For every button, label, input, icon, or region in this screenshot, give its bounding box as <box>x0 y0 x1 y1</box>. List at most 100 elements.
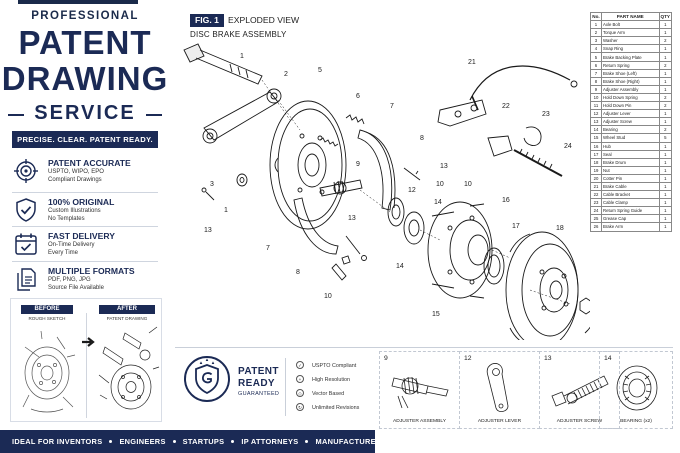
shield-g-icon <box>195 358 219 395</box>
feature-title: FAST DELIVERY <box>48 231 116 241</box>
detail-caption: BEARING (x2) <box>620 419 652 424</box>
table-cell-name: Cable Clamp <box>601 198 660 208</box>
axle-bolt-part <box>183 43 263 85</box>
table-cell-qty: 5 <box>658 133 673 143</box>
detail-number: 12 <box>464 355 472 362</box>
table-cell-name: Hold Down Pin <box>601 101 660 111</box>
table-cell-name: Nut <box>601 165 660 175</box>
table-cell-qty: 1 <box>658 165 673 175</box>
table-cell-name: Cable Bracket <box>601 190 660 200</box>
files-icon <box>17 268 36 291</box>
table-cell-name: Seal <box>601 149 660 159</box>
divider <box>86 313 87 418</box>
after-sub: PATENT DRAWING <box>106 316 148 321</box>
header-service: SERVICE <box>0 102 170 125</box>
table-cell-qty: 2 <box>658 92 673 103</box>
table-cell-qty: 1 <box>658 181 673 192</box>
callout: 15 <box>432 311 440 318</box>
table-cell-qty: 1 <box>658 44 673 54</box>
table-cell-qty: 1 <box>658 190 673 200</box>
cable-clamp-part <box>487 126 563 177</box>
leader-lines <box>261 79 571 305</box>
detail-card-bearing: 14 BEARING (x2) <box>599 351 673 429</box>
table-cell-qty: 2 <box>658 36 673 46</box>
table-cell-no: 1 <box>590 20 602 30</box>
table-cell-qty: 1 <box>658 141 673 151</box>
feature-sub: On-Time Delivery <box>48 242 95 248</box>
bullet <box>109 439 113 443</box>
table-cell-name: Hub <box>601 141 660 151</box>
badge-line3: GUARANTEED <box>238 391 280 397</box>
feature-original: 100% ORIGINAL Custom Illustrations No Te… <box>12 195 158 233</box>
divider <box>12 261 158 262</box>
feature-multiple-formats: MULTIPLE FORMATS PDF, PNG, JPG Source Fi… <box>12 264 158 302</box>
cert-label: High Resolution <box>312 377 351 383</box>
seal-part <box>483 247 505 285</box>
feature-title: MULTIPLE FORMATS <box>48 266 135 276</box>
target-icon <box>14 159 38 183</box>
table-cell-name: Brake Drum <box>601 157 660 167</box>
callout: 10 <box>436 181 444 188</box>
callout: 12 <box>408 187 416 194</box>
rough-sketch-image <box>22 330 76 413</box>
table-cell-name: Hold Down Spring <box>601 92 660 103</box>
table-cell-no: 5 <box>590 52 602 62</box>
callout: 8 <box>296 269 300 276</box>
audience-item: ENGINEERS <box>119 437 166 446</box>
feature-fast-delivery: FAST DELIVERY On-Time Delivery Every Tim… <box>12 229 158 267</box>
callout: 24 <box>564 143 572 150</box>
table-cell-no: 18 <box>590 157 602 167</box>
badge-line2: READY <box>238 378 276 389</box>
brake-cable-part <box>469 65 578 111</box>
callout: 5 <box>318 67 322 74</box>
table-cell-qty: 1 <box>658 173 673 183</box>
arrow-right-icon <box>82 337 95 347</box>
table-cell-qty: 1 <box>658 20 673 30</box>
exploded-view-drawing: 1 2 5 6 7 3 1 9 13 7 8 10 21 22 23 8 13 … <box>183 43 590 340</box>
audience-item: STARTUPS <box>182 437 225 446</box>
callout: 1 <box>224 207 228 214</box>
table-cell-qty: 1 <box>658 149 673 159</box>
brake-drum-part <box>505 231 579 340</box>
table-cell-name: Adjuster Screw <box>601 117 660 127</box>
detail-caption: ADJUSTER LEVER <box>477 419 522 424</box>
detail-number: 13 <box>544 355 552 362</box>
shield-check-icon <box>16 198 36 222</box>
before-after-panel: BEFORE ROUGH SKETCH AFTER PATENT DRAWING <box>10 298 162 422</box>
magnify-icon: + <box>296 375 304 383</box>
table-cell-no: 8 <box>590 76 602 86</box>
callout: 16 <box>502 197 510 204</box>
cert-label: Unlimited Revisions <box>312 405 360 411</box>
feature-sub: Compliant Drawings <box>48 177 102 183</box>
table-cell-name: Torque Arm <box>601 28 660 38</box>
table-cell-no: 10 <box>590 92 602 103</box>
patent-ready-badge <box>184 356 230 402</box>
torque-arm-part <box>202 88 282 144</box>
detail-number: 9 <box>384 355 388 362</box>
table-cell-qty: 1 <box>658 198 673 208</box>
callout: 8 <box>420 135 424 142</box>
table-cell-no: 25 <box>590 214 602 224</box>
table-cell-qty: 1 <box>658 117 673 127</box>
table-cell-no: 2 <box>590 28 602 38</box>
cable-bracket-part <box>437 99 487 127</box>
callout: 9 <box>356 161 360 168</box>
table-cell-name: Grease Cap <box>601 214 660 224</box>
table-cell-qty: 1 <box>658 222 673 232</box>
left-panel: PROFESSIONAL PATENT DRAWING SERVICE PREC… <box>0 0 170 430</box>
table-cell-name: Brake Shoe (Left) <box>601 68 660 78</box>
return-spring-part <box>319 114 365 147</box>
before-label: BEFORE <box>21 305 73 314</box>
